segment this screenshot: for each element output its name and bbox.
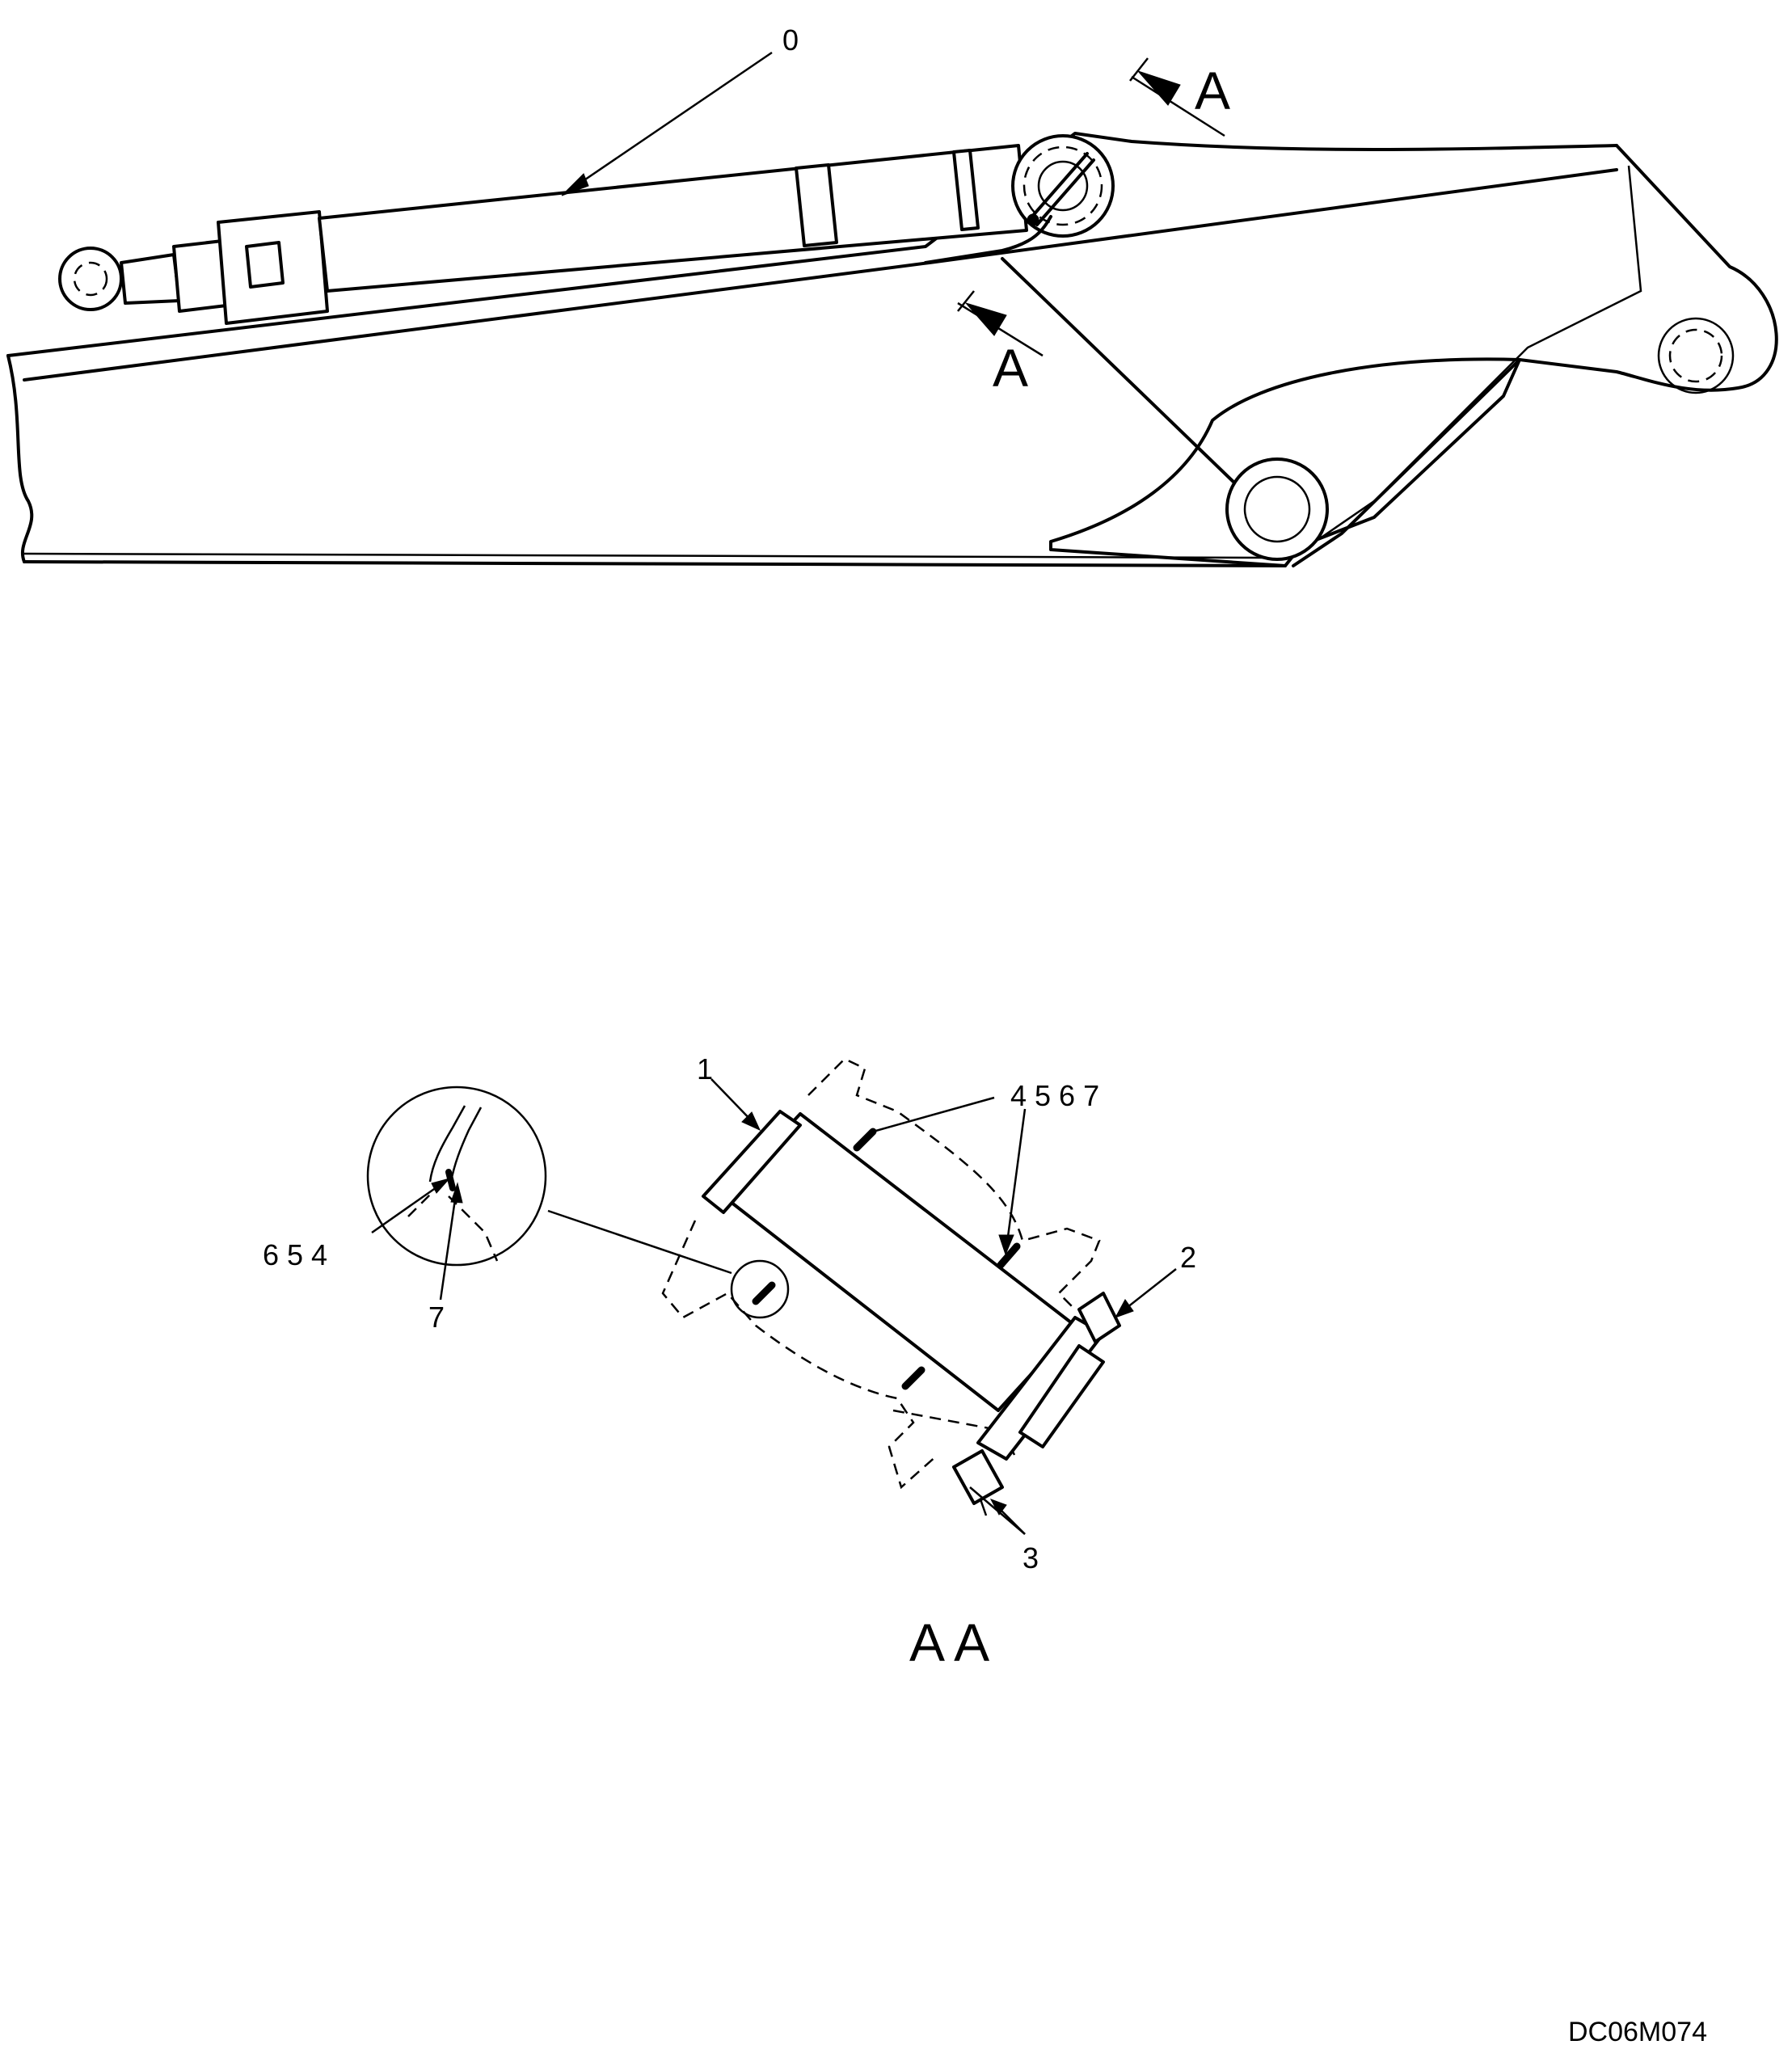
callout-7-label: 7 xyxy=(428,1301,445,1334)
detail-dashed-1 xyxy=(407,1187,437,1217)
section-line-lower xyxy=(957,301,1044,357)
detail-dashed-2 xyxy=(448,1195,499,1262)
callout-3-arrowhead xyxy=(989,1499,1007,1516)
callout-7-leader xyxy=(439,1187,458,1301)
bolt-3-shank xyxy=(979,1499,988,1516)
mounting-boss-lower xyxy=(661,1220,938,1490)
bolt-top xyxy=(1077,1292,1121,1343)
callout-0: 0 xyxy=(561,23,799,196)
callout-654-leader xyxy=(371,1180,445,1234)
section-aa-view: 1 4 5 6 7 2 3 6 5 4 7 xyxy=(263,1052,1196,1575)
section-view-title: A A xyxy=(909,1613,989,1672)
section-label-lower: A xyxy=(993,338,1028,398)
detail-plate-edge-1 xyxy=(428,1105,466,1183)
pin-1-head xyxy=(702,1110,802,1214)
callout-0-leader xyxy=(569,51,773,192)
cylinder-bracket xyxy=(924,215,1052,264)
section-arrowhead-upper xyxy=(1136,70,1181,106)
rod-eye-outer xyxy=(58,247,123,311)
callout-654-arrowhead xyxy=(431,1178,451,1194)
hydraulic-cylinder xyxy=(58,134,1115,325)
shim-right xyxy=(997,1242,1021,1269)
section-tick-upper xyxy=(1129,57,1149,82)
cylinder-bottom-pin-inner xyxy=(1037,160,1089,212)
boom-bottom-edge xyxy=(23,560,1287,567)
callout-1-label: 1 xyxy=(697,1052,713,1086)
cylinder-barrel xyxy=(318,144,1028,293)
callout-4567-leader-2 xyxy=(1005,1108,1027,1250)
cylinder-pin-bolt xyxy=(1029,152,1089,220)
boom-nose-pin-inner xyxy=(1668,328,1723,383)
cylinder-pin-bolt-2 xyxy=(1035,158,1095,226)
boom-nose xyxy=(1292,144,1778,567)
cylinder-pin-nut xyxy=(1027,213,1039,226)
drawing-reference: DC06M074 xyxy=(1568,2017,1707,2047)
detail-circle-large xyxy=(366,1086,547,1267)
detail-shim xyxy=(445,1169,456,1191)
detail-circle-small xyxy=(730,1259,790,1319)
cylinder-gland xyxy=(172,239,228,313)
callout-654-label: 6 5 4 xyxy=(263,1238,327,1271)
callout-4567-leader-1 xyxy=(872,1096,995,1133)
cylinder-head-port xyxy=(245,241,285,289)
section-arrowhead-lower xyxy=(964,302,1007,336)
callout-0-arrowhead xyxy=(561,173,589,196)
callout-4567-label: 4 5 6 7 xyxy=(1010,1079,1099,1112)
boom-side-view xyxy=(6,132,1778,567)
shim-bottom xyxy=(901,1366,926,1390)
callout-7-arrowhead xyxy=(450,1182,463,1204)
plate-bracket xyxy=(1018,1344,1105,1448)
pin-1 xyxy=(722,1112,1077,1412)
cylinder-band-2 xyxy=(952,149,980,231)
boom-nose-inner xyxy=(1309,165,1642,547)
cylinder-rod xyxy=(120,253,181,305)
callout-0-label: 0 xyxy=(782,23,799,57)
callout-2-arrowhead xyxy=(1114,1299,1134,1318)
boom-top-edge xyxy=(6,132,1618,357)
detail-plate-edge-2 xyxy=(449,1107,483,1183)
rod-eye-inner xyxy=(73,261,108,297)
section-mark-upper: A xyxy=(1129,57,1230,137)
cylinder-band-1 xyxy=(795,163,838,247)
boom-nose-pin-outer xyxy=(1657,317,1735,394)
callout-1-arrowhead xyxy=(741,1111,761,1132)
boom-lower-bracket xyxy=(1049,357,1521,567)
section-label-upper: A xyxy=(1195,61,1230,120)
boom-break-line xyxy=(6,354,34,563)
section-line-upper xyxy=(1131,75,1225,137)
shim-upper xyxy=(853,1128,877,1152)
section-tick-lower xyxy=(957,290,975,312)
section-mark-lower: A xyxy=(957,290,1044,398)
shim-lower xyxy=(752,1281,776,1305)
callout-4567-arrowhead xyxy=(998,1234,1014,1256)
bolt-3 xyxy=(952,1449,1004,1505)
boom-foot-pin-inner xyxy=(1243,475,1311,543)
callout-3-label: 3 xyxy=(1022,1541,1039,1575)
boom-bottom-inner xyxy=(23,552,1270,559)
callout-2-label: 2 xyxy=(1180,1241,1196,1274)
detail-leader xyxy=(547,1209,732,1275)
cylinder-bottom-pin-dashed xyxy=(1022,145,1103,226)
boom-foot-pin-outer xyxy=(1225,457,1329,561)
boom-web-line xyxy=(1001,257,1238,487)
